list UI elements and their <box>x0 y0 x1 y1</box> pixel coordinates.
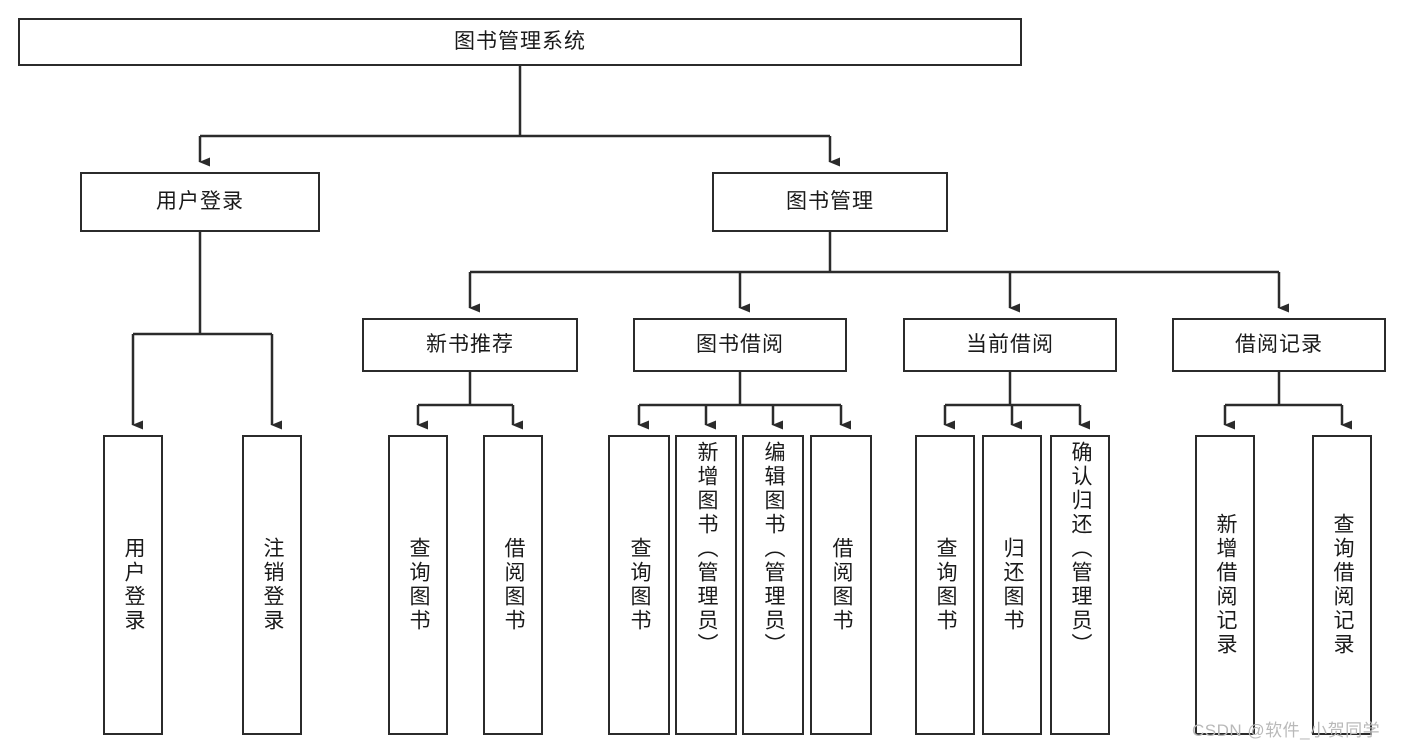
node-leaf-return-book-label: 归还图书 <box>1001 537 1025 633</box>
node-leaf-add-book-label: 新增图书（管理员） <box>695 441 719 657</box>
node-leaf-query-record[interactable]: 查询借阅记录 <box>1312 435 1372 735</box>
node-leaf-add-record-label: 新增借阅记录 <box>1214 513 1238 657</box>
node-leaf-borrow-book-2-label: 借阅图书 <box>830 537 854 633</box>
node-root[interactable]: 图书管理系统 <box>18 18 1022 66</box>
node-leaf-borrow-book-1-label: 借阅图书 <box>502 537 526 633</box>
csdn-watermark: CSDN @软件_小贺同学 <box>1192 721 1381 740</box>
node-leaf-query-book-3-label: 查询图书 <box>934 537 958 633</box>
node-leaf-confirm-return[interactable]: 确认归还（管理员） <box>1050 435 1110 735</box>
node-leaf-user-login-label: 用户登录 <box>122 537 146 633</box>
node-leaf-query-record-label: 查询借阅记录 <box>1331 513 1355 657</box>
node-leaf-query-book-2[interactable]: 查询图书 <box>608 435 670 735</box>
node-leaf-query-book-3[interactable]: 查询图书 <box>915 435 975 735</box>
node-new-book-rec-label: 新书推荐 <box>426 333 514 357</box>
node-leaf-return-book[interactable]: 归还图书 <box>982 435 1042 735</box>
node-leaf-confirm-return-label: 确认归还（管理员） <box>1069 441 1093 657</box>
node-book-borrow-label: 图书借阅 <box>696 333 784 357</box>
node-borrow-record-label: 借阅记录 <box>1235 333 1323 357</box>
node-root-label: 图书管理系统 <box>454 30 586 54</box>
node-user-login[interactable]: 用户登录 <box>80 172 320 232</box>
node-borrow-record[interactable]: 借阅记录 <box>1172 318 1386 372</box>
node-leaf-query-book-1-label: 查询图书 <box>407 537 431 633</box>
node-leaf-logout-label: 注销登录 <box>261 537 285 633</box>
node-new-book-rec[interactable]: 新书推荐 <box>362 318 578 372</box>
node-current-borrow-label: 当前借阅 <box>966 333 1054 357</box>
node-leaf-borrow-book-2[interactable]: 借阅图书 <box>810 435 872 735</box>
node-leaf-add-record[interactable]: 新增借阅记录 <box>1195 435 1255 735</box>
node-current-borrow[interactable]: 当前借阅 <box>903 318 1117 372</box>
node-leaf-logout[interactable]: 注销登录 <box>242 435 302 735</box>
node-leaf-query-book-2-label: 查询图书 <box>628 537 652 633</box>
node-book-manage-label: 图书管理 <box>786 190 874 214</box>
node-leaf-query-book-1[interactable]: 查询图书 <box>388 435 448 735</box>
node-user-login-label: 用户登录 <box>156 190 244 214</box>
node-leaf-edit-book-label: 编辑图书（管理员） <box>762 441 786 657</box>
node-leaf-borrow-book-1[interactable]: 借阅图书 <box>483 435 543 735</box>
node-book-manage[interactable]: 图书管理 <box>712 172 948 232</box>
node-book-borrow[interactable]: 图书借阅 <box>633 318 847 372</box>
node-leaf-add-book[interactable]: 新增图书（管理员） <box>675 435 737 735</box>
node-leaf-user-login[interactable]: 用户登录 <box>103 435 163 735</box>
node-leaf-edit-book[interactable]: 编辑图书（管理员） <box>742 435 804 735</box>
